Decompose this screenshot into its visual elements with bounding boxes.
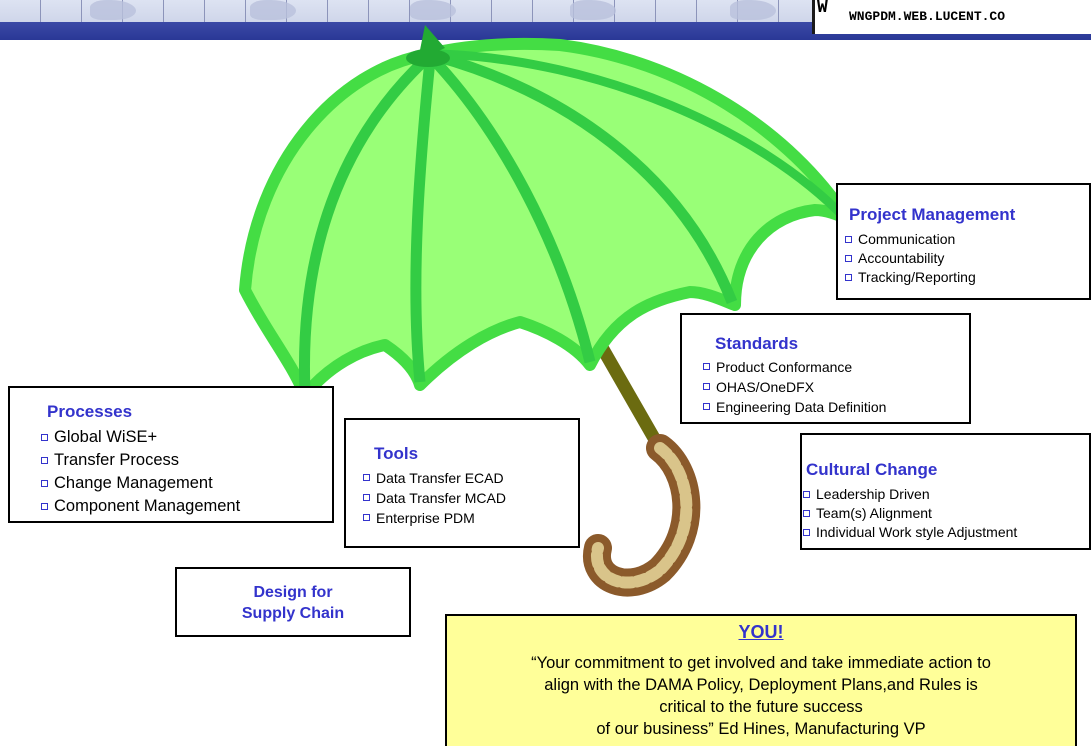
design-for-supply-chain-box: Design for Supply Chain <box>175 567 411 637</box>
tools-box: Tools Data Transfer ECAD Data Transfer M… <box>344 418 580 548</box>
list-item: Individual Work style Adjustment <box>802 523 1017 542</box>
umbrella-rib <box>439 49 849 222</box>
umbrella-rib <box>299 56 429 393</box>
design-for-supply-chain-title: Design for Supply Chain <box>177 582 409 624</box>
umbrella-rib <box>433 50 738 305</box>
processes-title: Processes <box>47 402 133 421</box>
you-title: YOU! <box>738 622 784 642</box>
list-item: Accountability <box>844 249 976 268</box>
cultural-change-title: Cultural Change <box>806 460 938 479</box>
banner-map-shape <box>570 0 616 20</box>
umbrella-rib <box>410 59 436 383</box>
list-item: Communication <box>844 230 976 249</box>
tools-title: Tools <box>374 444 419 463</box>
title-line: Design for <box>253 584 333 601</box>
list-item: Leadership Driven <box>802 485 1017 504</box>
quote-line: “Your commitment to get involved and tak… <box>531 654 991 672</box>
umbrella-canopy <box>239 37 854 401</box>
cultural-change-list: Leadership Driven Team(s) Alignment Indi… <box>802 485 1017 542</box>
list-item: Global WiSE+ <box>40 426 240 449</box>
project-management-list: Communication Accountability Tracking/Re… <box>844 230 976 287</box>
umbrella-rib <box>428 54 596 364</box>
title-line: Supply Chain <box>241 605 345 622</box>
list-item: Team(s) Alignment <box>802 504 1017 523</box>
banner-map-shape <box>250 0 296 20</box>
tools-list: Data Transfer ECAD Data Transfer MCAD En… <box>362 468 506 528</box>
list-item: Tracking/Reporting <box>844 268 976 287</box>
site-url-box[interactable]: W WNGPDM.WEB.LUCENT.CO <box>812 0 1091 34</box>
quote-line: align with the DAMA Policy, Deployment P… <box>544 676 978 694</box>
header-banner: W WNGPDM.WEB.LUCENT.CO <box>0 0 1091 40</box>
umbrella-handle-pattern <box>591 442 693 589</box>
list-item: Transfer Process <box>40 449 240 472</box>
standards-list: Product Conformance OHAS/OneDFX Engineer… <box>702 357 886 417</box>
list-item: Data Transfer ECAD <box>362 468 506 488</box>
umbrella-cap <box>406 49 450 67</box>
quote-line: of our business” Ed Hines, Manufacturing… <box>596 720 926 738</box>
list-item: Product Conformance <box>702 357 886 377</box>
banner-map-shape <box>90 0 136 20</box>
list-item: OHAS/OneDFX <box>702 377 886 397</box>
processes-list: Global WiSE+ Transfer Process Change Man… <box>40 426 240 518</box>
cultural-change-box: Cultural Change Leadership Driven Team(s… <box>800 433 1091 550</box>
list-item: Component Management <box>40 495 240 518</box>
you-callout-box: YOU! “Your commitment to get involved an… <box>445 614 1077 746</box>
banner-map-shape <box>730 0 776 20</box>
project-management-title: Project Management <box>849 205 1016 224</box>
list-item: Data Transfer MCAD <box>362 488 506 508</box>
list-item: Enterprise PDM <box>362 508 506 528</box>
site-url[interactable]: WNGPDM.WEB.LUCENT.CO <box>849 9 1006 24</box>
url-letter: W <box>817 0 828 18</box>
executive-quote: “Your commitment to get involved and tak… <box>453 652 1069 740</box>
standards-title: Standards <box>715 334 799 353</box>
list-item: Engineering Data Definition <box>702 397 886 417</box>
banner-map-shape <box>410 0 456 20</box>
processes-box: Processes Global WiSE+ Transfer Process … <box>8 386 334 523</box>
standards-box: Standards Product Conformance OHAS/OneDF… <box>680 313 971 424</box>
project-management-box: Project Management Communication Account… <box>836 183 1091 300</box>
quote-line: critical to the future success <box>659 698 863 716</box>
list-item: Change Management <box>40 472 240 495</box>
